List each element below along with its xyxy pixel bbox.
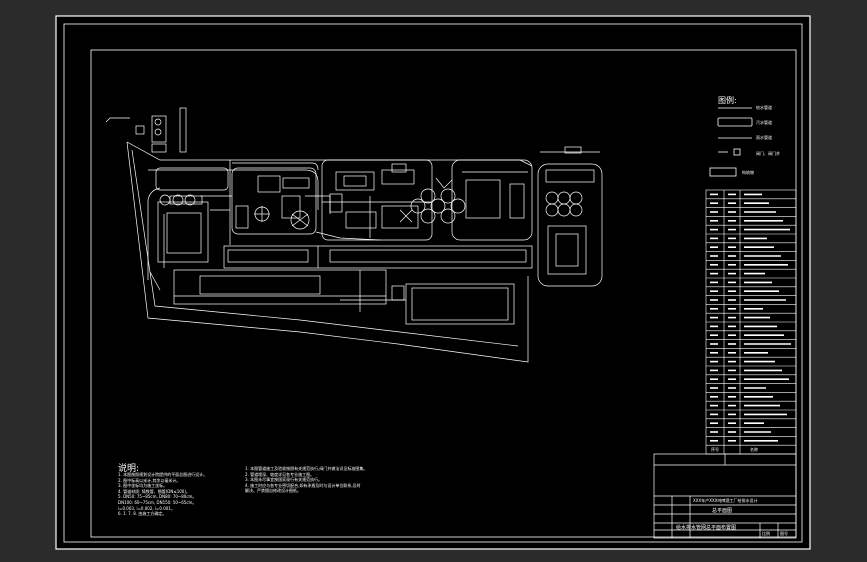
note-line: i=0.003, i=0.002, i=0.001。	[118, 505, 175, 511]
legend-item-water-supply: 给水管道	[756, 105, 772, 110]
note-line: 3. 图中坐标均为施工坐标。	[118, 483, 168, 489]
warehouse-building	[173, 269, 387, 305]
building-left-1	[157, 201, 209, 263]
title-block-sheet: 图号	[780, 531, 788, 536]
legend-item-sewage: 污水管道	[756, 120, 772, 125]
legend-item-storm: 雨水管道	[756, 135, 772, 140]
note-line: 4. 施工时应与各专业密切配合,如有矛盾及时与设计单位联系,及时	[245, 482, 361, 488]
equipment-table	[705, 189, 797, 455]
note-line: DN100: 60~75cm, DN150: 50~65cm。	[118, 499, 197, 505]
notes-title: 说明:	[118, 464, 140, 474]
process-area-a	[231, 167, 317, 235]
process-area-c	[451, 159, 533, 241]
legend-item-valve: 阀门、阀门井	[756, 151, 780, 156]
tank-farm	[537, 163, 603, 287]
note-line: 2. 图中标高以米计,其余以毫米计。	[118, 477, 181, 483]
table-header-name: 名称	[750, 447, 758, 452]
table-header-index: 序号	[711, 447, 719, 452]
title-block-subtitle: 给水排水管网总平面布置图	[676, 525, 737, 531]
legend-title: 图例:	[718, 96, 737, 105]
note-line: 3. 本图未尽事宜按国家现行有关规范执行。	[245, 477, 323, 483]
inner-road-line	[131, 149, 519, 347]
note-line: 解决。严禁擅自修改设计图纸。	[245, 488, 301, 494]
notes-col-2: 1. 本图管道施工及验收按照有关规范执行,阀门井做法详见标准图集。 2. 管道埋…	[245, 466, 367, 494]
note-line: 1. 本图按照规划设计院提供的平面总图进行设计。	[118, 472, 208, 477]
site-boundary	[126, 141, 529, 363]
note-line: 6. 1. 7. 8. 由施工方确定。	[118, 511, 167, 517]
title-block-drawing-name: 总平面图	[712, 508, 733, 514]
drawing-sheet	[55, 15, 811, 550]
note-line: 2. 管道埋深、坡度详见各专业施工图。	[245, 471, 315, 477]
site-plan	[126, 141, 603, 363]
building-right-1	[465, 179, 501, 219]
title-block-scale: 比例	[762, 531, 770, 536]
note-line: 1. 本图管道施工及验收按照有关规范执行,阀门井做法详见标准图集。	[245, 466, 368, 471]
top-right-structure	[540, 146, 600, 154]
title-block	[653, 453, 797, 539]
top-left-structures	[105, 107, 187, 153]
storage-building	[405, 283, 515, 325]
note-line: 4. 管道材质: 铸铁管、钢管(DN≤100)。	[118, 488, 190, 494]
legend-item-structure: 构筑物	[742, 170, 754, 175]
note-line: 5. DN50: 75~85cm, DN80: 70~80cm。	[118, 494, 197, 500]
sheet-border-outer	[63, 23, 803, 543]
title-block-project: XXX年产XXX吨啤酒工厂给排水设计	[693, 498, 758, 503]
production-hall	[223, 245, 533, 269]
notes-col-1: 1. 本图按照规划设计院提供的平面总图进行设计。 2. 图中标高以米计,其余以毫…	[118, 472, 207, 517]
legend-symbols	[709, 107, 753, 177]
